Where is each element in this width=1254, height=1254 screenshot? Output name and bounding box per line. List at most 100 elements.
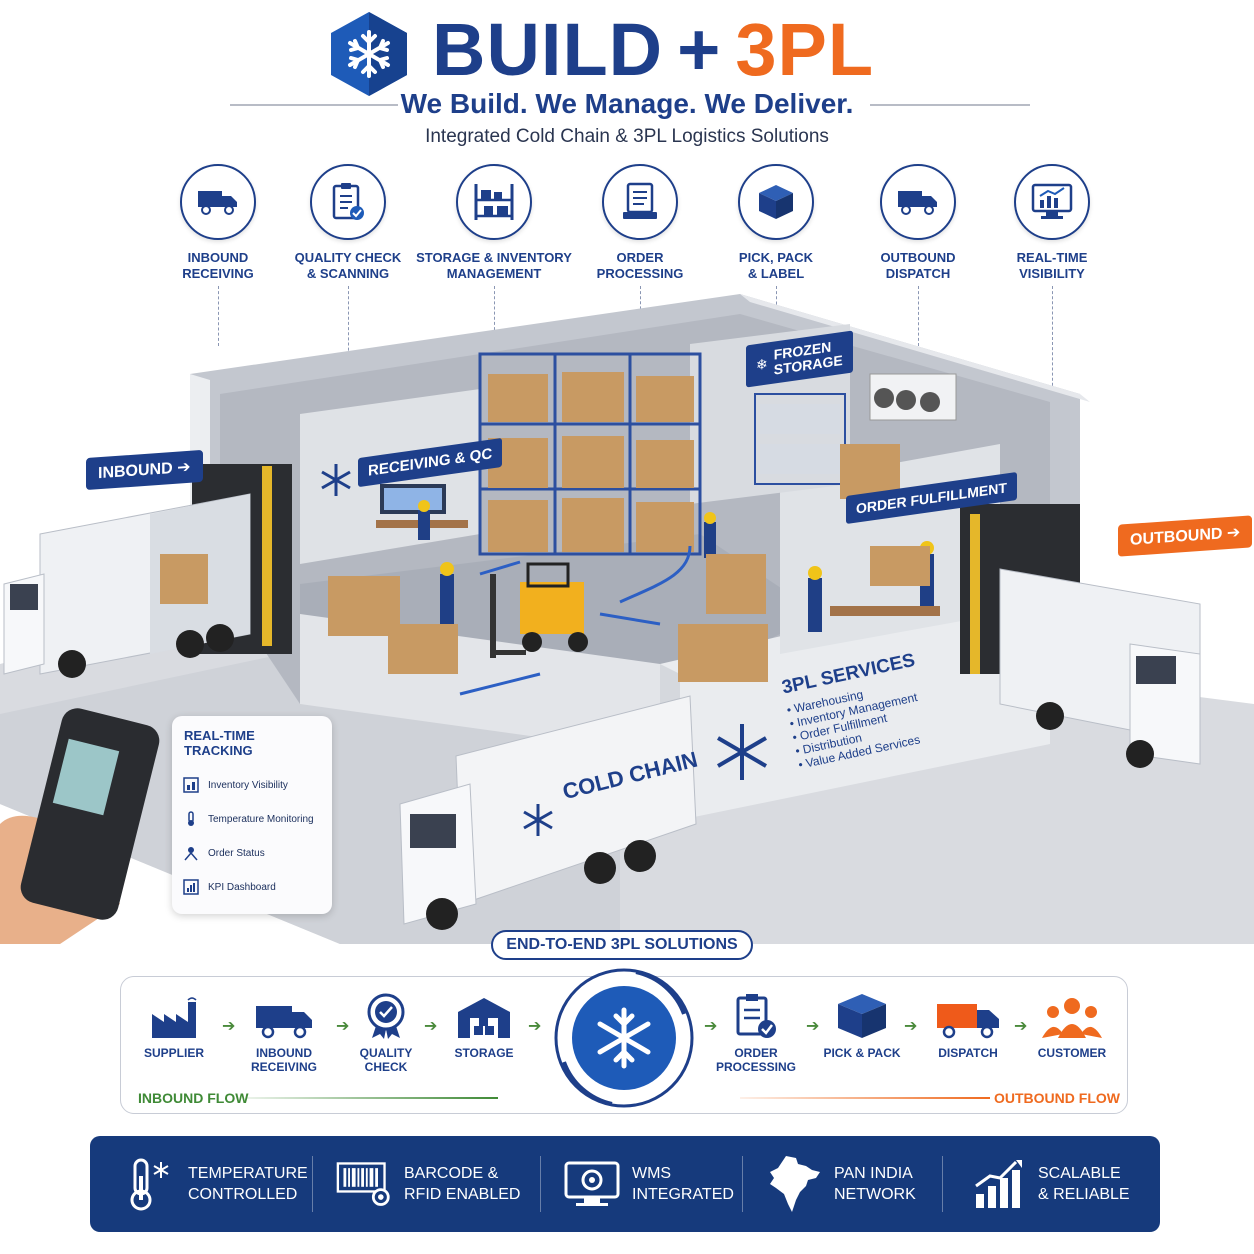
thermometer-icon xyxy=(182,810,200,828)
flow-label-line1: ORDER xyxy=(734,1046,778,1060)
cold-chain-truck xyxy=(399,695,697,930)
feature-line1: TEMPERATURE xyxy=(188,1165,308,1182)
inbound-flow-line xyxy=(246,1097,498,1099)
feature-barcode-rfid: BARCODE & RFID ENABLED xyxy=(336,1136,520,1232)
process-label-line1: INBOUND xyxy=(187,250,249,265)
flow-step-storage: STORAGE xyxy=(434,990,534,1060)
customers-icon xyxy=(1022,990,1122,1040)
inbound-truck xyxy=(3,493,251,678)
process-label-line2: RECEIVING xyxy=(182,266,254,281)
warehouse-illustration xyxy=(0,294,1254,944)
flow-arrow: ➔ xyxy=(424,1018,438,1035)
feature-line2: CONTROLLED xyxy=(188,1186,298,1203)
feature-line2: INTEGRATED xyxy=(632,1186,734,1203)
truck-icon xyxy=(234,990,334,1040)
tracking-item-label: Inventory Visibility xyxy=(208,779,288,791)
tracking-panel: REAL-TIME TRACKING Inventory Visibility … xyxy=(172,716,332,914)
box-icon xyxy=(812,990,912,1040)
process-label-line1: QUALITY CHECK xyxy=(294,250,402,265)
quality-badge-icon xyxy=(336,990,436,1040)
flow-label-line1: INBOUND xyxy=(256,1046,312,1060)
growth-chart-icon xyxy=(970,1154,1026,1214)
feature-line1: WMS xyxy=(632,1165,672,1182)
order-list-icon xyxy=(602,164,678,240)
clipboard-check-icon xyxy=(706,990,806,1040)
tracking-item: Inventory Visibility xyxy=(182,768,322,802)
outbound-tag-label: OUTBOUND xyxy=(1130,525,1223,549)
flow-step-dispatch: DISPATCH xyxy=(918,990,1018,1060)
tracking-item: Order Status xyxy=(182,836,322,870)
process-label-line2: & SCANNING xyxy=(306,266,390,281)
flow-step-supplier: SUPPLIER xyxy=(124,990,224,1060)
inbound-flow-label: INBOUND FLOW xyxy=(138,1090,249,1106)
truck-icon xyxy=(880,164,956,240)
process-label-line2: DISPATCH xyxy=(885,266,951,281)
inbound-tag-label: INBOUND xyxy=(98,460,173,483)
process-label-line1: STORAGE & INVENTORY xyxy=(416,250,572,265)
feature-temperature: TEMPERATURE CONTROLLED xyxy=(120,1136,308,1232)
process-label-line1: REAL-TIME xyxy=(1016,250,1088,265)
flow-arrow: ➔ xyxy=(222,1018,236,1035)
rack-boxes xyxy=(478,352,702,556)
cold-chain-hub-icon xyxy=(554,968,694,1108)
feature-line1: PAN INDIA xyxy=(834,1165,913,1182)
feature-bar: TEMPERATURE CONTROLLED BARCODE & RFID ENAB… xyxy=(90,1136,1160,1232)
warehouse-scene: INBOUND ➔ OUTBOUND ➔ RECEIVING & QC ❄ FR… xyxy=(0,284,1254,944)
clipboard-check-icon xyxy=(310,164,386,240)
flow-step-customer: CUSTOMER xyxy=(1022,990,1122,1060)
tracking-item-label: KPI Dashboard xyxy=(208,881,276,893)
thermometer-snow-icon xyxy=(120,1154,176,1214)
india-map-icon xyxy=(766,1154,822,1214)
order-status-icon xyxy=(182,844,200,862)
flow-label-line1: PICK & PACK xyxy=(823,1046,901,1060)
flow-arrow: ➔ xyxy=(806,1018,820,1035)
flow-arrow: ➔ xyxy=(1014,1018,1028,1035)
outbound-truck xyxy=(999,568,1201,768)
flow-label-line1: CUSTOMER xyxy=(1037,1046,1107,1060)
brand-title: BUILD+3PL xyxy=(432,6,874,94)
shelves-icon xyxy=(456,164,532,240)
subtitle: Integrated Cold Chain & 3PL Logistics So… xyxy=(425,126,829,147)
outbound-flow-line xyxy=(740,1097,990,1099)
snowflake-hexagon-icon xyxy=(331,12,407,96)
box-icon xyxy=(738,164,814,240)
tracking-title: REAL-TIME TRACKING xyxy=(184,728,255,758)
brand-3pl: 3PL xyxy=(735,8,875,91)
process-label-line1: ORDER xyxy=(616,250,664,265)
process-label-line2: MANAGEMENT xyxy=(446,266,542,281)
divider-right xyxy=(870,104,1030,106)
flow-label-line2: RECEIVING xyxy=(250,1060,317,1074)
flow-arrow: ➔ xyxy=(528,1018,542,1035)
flow-label-line1: SUPPLIER xyxy=(143,1046,204,1060)
outbound-flow-label: OUTBOUND FLOW xyxy=(994,1090,1120,1106)
tracking-item: KPI Dashboard xyxy=(182,870,322,904)
process-label-line2: VISIBILITY xyxy=(1019,266,1085,281)
feature-line2: & RELIABLE xyxy=(1038,1186,1130,1203)
monitor-chart-icon xyxy=(1014,164,1090,240)
feature-wms: WMS INTEGRATED xyxy=(564,1136,734,1232)
process-label-line2: & LABEL xyxy=(747,266,805,281)
flow-arrow: ➔ xyxy=(904,1018,918,1035)
feature-line2: NETWORK xyxy=(834,1186,916,1203)
process-label-line1: PICK, PACK xyxy=(738,250,814,265)
warehouse-icon xyxy=(434,990,534,1040)
flow-label-line2: CHECK xyxy=(364,1060,408,1074)
tracking-item-label: Order Status xyxy=(208,847,265,859)
process-label-line2: PROCESSING xyxy=(596,266,684,281)
flow-arrow: ➔ xyxy=(336,1018,350,1035)
feature-line1: BARCODE & xyxy=(404,1165,499,1182)
feature-line2: RFID ENABLED xyxy=(404,1186,521,1203)
flow-label-line2: PROCESSING xyxy=(715,1060,796,1074)
process-step-pick-pack: PICK, PACK& LABEL xyxy=(696,164,856,356)
flow-arrow: ➔ xyxy=(704,1018,718,1035)
tracking-item: Temperature Monitoring xyxy=(182,802,322,836)
tagline: We Build. We Manage. We Deliver. xyxy=(400,88,854,119)
flow-label-line1: DISPATCH xyxy=(938,1046,998,1060)
